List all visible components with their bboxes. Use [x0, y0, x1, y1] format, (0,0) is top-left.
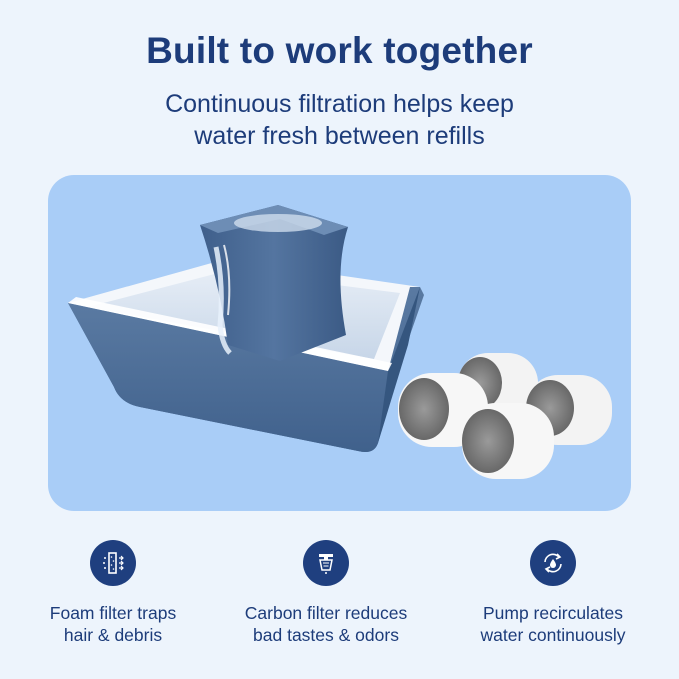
- replacement-filters: [398, 353, 612, 479]
- feature-caption-line-1: Carbon filter reduces: [244, 603, 408, 623]
- subtitle-line-1: Continuous filtration helps keep: [165, 90, 514, 118]
- feature-caption-line-1: Foam filter traps: [49, 603, 177, 623]
- feature-carbon-filter: Carbon filter reduces bad tastes & odors: [213, 540, 439, 646]
- feature-caption: Carbon filter reduces bad tastes & odors: [213, 602, 439, 646]
- carbon-filter-icon: [303, 540, 349, 586]
- feature-caption-line-1: Pump recirculates: [482, 603, 624, 623]
- feature-row: Foam filter traps hair & debris Carbon f…: [0, 540, 679, 660]
- feature-caption-line-2: water continuously: [480, 625, 626, 645]
- feature-caption-line-2: bad tastes & odors: [253, 625, 399, 645]
- fountain-and-filters-illustration: [68, 205, 612, 479]
- product-image-panel: [48, 175, 631, 511]
- feature-foam-filter: Foam filter traps hair & debris: [0, 540, 226, 646]
- page-subtitle: Continuous filtration helps keep water f…: [0, 88, 679, 152]
- foam-filter-icon: [90, 540, 136, 586]
- feature-caption: Foam filter traps hair & debris: [0, 602, 226, 646]
- page-title: Built to work together: [146, 30, 533, 71]
- subtitle-line-2: water fresh between refills: [194, 122, 485, 150]
- pump-recirculate-icon: [530, 540, 576, 586]
- feature-pump: Pump recirculates water continuously: [440, 540, 666, 646]
- feature-caption-line-2: hair & debris: [63, 625, 163, 645]
- feature-caption: Pump recirculates water continuously: [440, 602, 666, 646]
- fountain-tower: [200, 205, 348, 361]
